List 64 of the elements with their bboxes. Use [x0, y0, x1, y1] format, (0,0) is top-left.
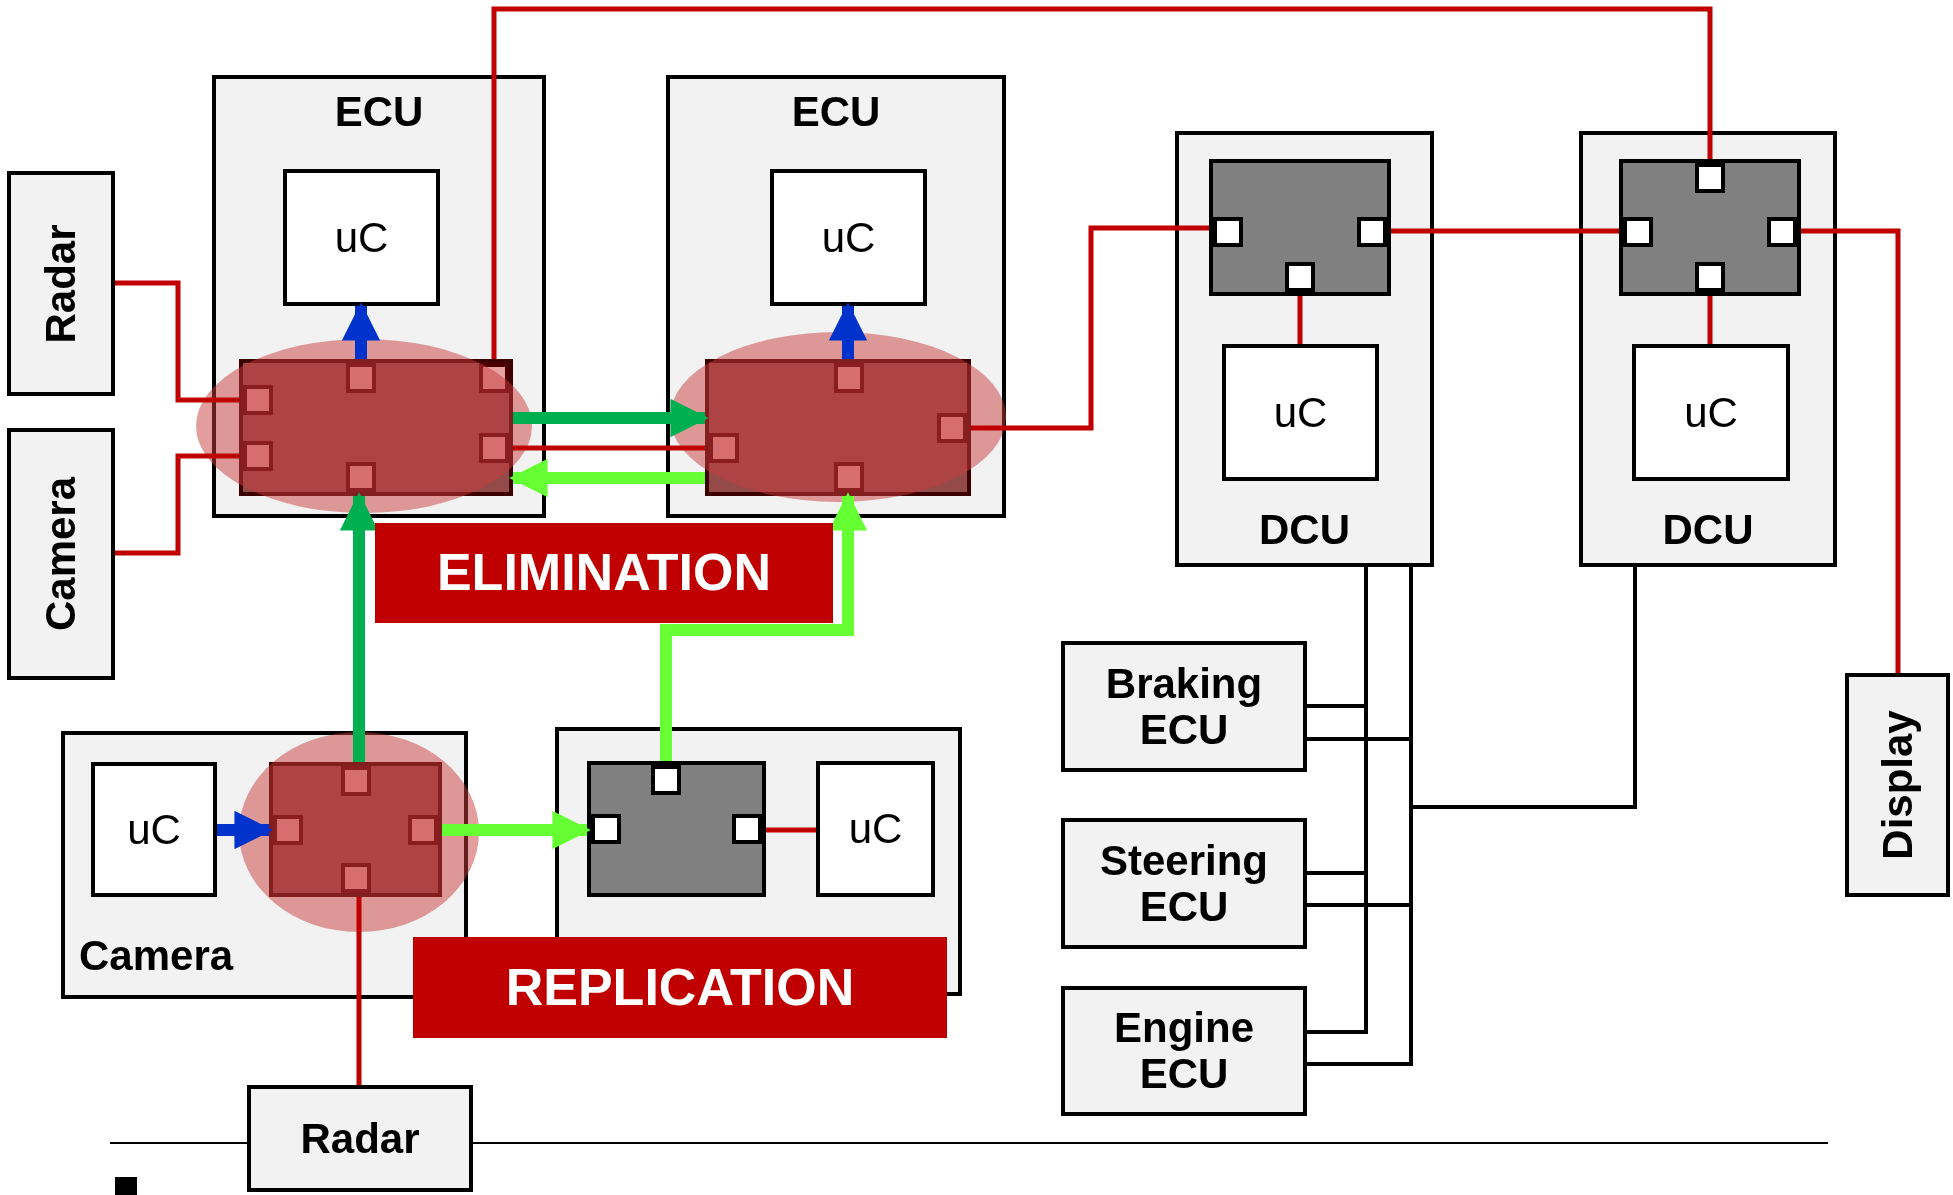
switch-box: [239, 359, 513, 496]
unit-label: Camera: [79, 932, 234, 979]
arrow: [513, 398, 709, 438]
arrow: [341, 302, 381, 359]
banner: [375, 523, 833, 623]
connection-line: [1297, 296, 1303, 344]
unit-label: ECU: [334, 89, 424, 136]
component-label: uC: [333, 214, 390, 261]
component-label: uC: [1683, 389, 1739, 436]
camera-unit-box: [61, 731, 468, 999]
unit-label: ECU: [791, 89, 881, 136]
arrow: [828, 302, 868, 359]
sensor-box: [7, 171, 115, 396]
ecu-box: [212, 75, 546, 518]
dcu-box: [1175, 131, 1434, 567]
unit-label: DCU: [1259, 506, 1350, 553]
display-box: [1845, 673, 1950, 897]
microcontroller-box: [283, 169, 440, 306]
unit-label: Display: [1874, 710, 1921, 860]
microcontroller-box: [816, 761, 935, 897]
connection-line: [356, 897, 362, 1085]
unit-label: Engine ECU: [1113, 1004, 1255, 1098]
arrow: [660, 492, 868, 761]
connection-line: [1707, 296, 1713, 344]
connection-line: [766, 827, 816, 833]
arrow: [442, 810, 591, 850]
ecu-box: [1061, 986, 1307, 1116]
unit-label: Radar: [299, 1115, 421, 1162]
unit-label: Braking ECU: [1104, 660, 1264, 753]
component-label: uC: [126, 806, 182, 853]
connection-line: [513, 445, 705, 451]
banner: [413, 937, 947, 1038]
switch-box: [269, 762, 442, 897]
connection-line: [971, 225, 1209, 431]
connection-line: [1801, 228, 1901, 673]
unit-label: Steering ECU: [1098, 837, 1269, 930]
switch-box: [705, 359, 971, 496]
banner-text: ELIMINATION: [435, 544, 773, 602]
unit-label: Camera: [37, 476, 85, 632]
switch-box: [1209, 159, 1391, 296]
microcontroller-box: [1222, 344, 1379, 481]
ecu-box: [1061, 818, 1307, 949]
connection-line: [115, 280, 239, 403]
unit-label: DCU: [1662, 506, 1754, 553]
microcontroller-box: [770, 169, 927, 306]
microcontroller-box: [91, 762, 217, 897]
component-label: uC: [820, 214, 877, 261]
banner-text: REPLICATION: [504, 958, 856, 1017]
ecu-box: [1061, 641, 1307, 772]
dcu-box: [1579, 131, 1837, 567]
arrow: [217, 810, 273, 850]
sensor-box: [7, 428, 115, 680]
microcontroller-box: [1632, 344, 1790, 481]
ecu-box: [666, 75, 1006, 518]
unit-label: Radar: [37, 223, 85, 344]
connection-line: [1307, 567, 1368, 1034]
switch-box: [1619, 159, 1801, 296]
switch-box: [587, 761, 766, 897]
component-label: uC: [847, 805, 904, 853]
arrow: [509, 458, 705, 498]
connection-line: [1391, 228, 1619, 234]
component-label: uC: [1272, 389, 1329, 436]
connection-line: [491, 6, 1713, 359]
sensor-box: [247, 1085, 473, 1192]
